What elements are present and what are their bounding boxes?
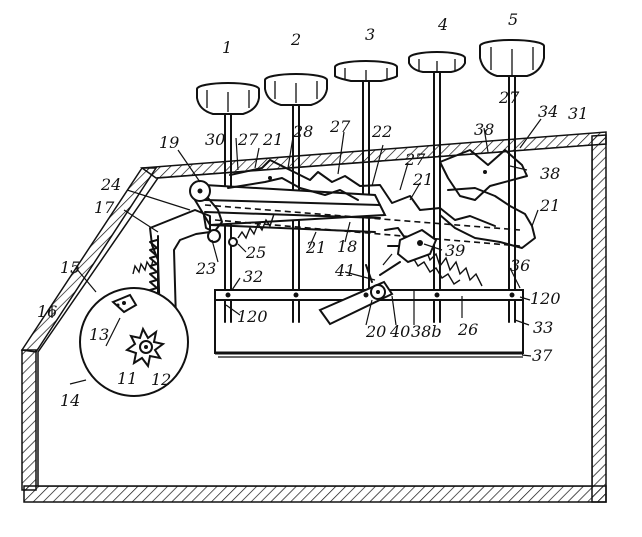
ref-numeral: 12 xyxy=(151,370,171,389)
key-knob-3 xyxy=(334,60,398,82)
casing-bottom-wall xyxy=(23,485,607,503)
key-knob-2 xyxy=(264,73,328,106)
key-knob-1 xyxy=(196,82,260,115)
ref-numeral: 38 xyxy=(540,164,560,183)
latch-linkage xyxy=(318,228,438,326)
casing-left-wall xyxy=(21,349,37,491)
ref-numeral: 120 xyxy=(237,307,268,326)
ref-numeral: 34 xyxy=(538,102,558,121)
rail-pins xyxy=(225,170,515,298)
pawl-assembly xyxy=(189,180,238,247)
ref-numeral: 21 xyxy=(305,238,326,257)
ref-numeral: 33 xyxy=(533,318,553,337)
ref-numeral: 16 xyxy=(37,302,57,321)
ref-numeral: 27 xyxy=(498,88,520,107)
key-knob-4 xyxy=(408,51,466,73)
ref-numeral: 39 xyxy=(445,241,465,260)
ref-numeral: 32 xyxy=(243,267,263,286)
counting-disc xyxy=(79,287,189,397)
ref-numeral: 22 xyxy=(371,122,392,141)
ref-numeral: 25 xyxy=(245,243,266,262)
guide-plate xyxy=(214,289,524,358)
ref-numeral: 15 xyxy=(60,258,80,277)
cam-levers xyxy=(227,149,536,249)
ref-numeral: 14 xyxy=(60,391,80,410)
ref-numeral: 37 xyxy=(532,346,553,365)
key-knobs xyxy=(196,39,545,115)
top-plate xyxy=(139,131,607,179)
ref-numeral: 31 xyxy=(568,104,588,123)
ref-numeral: 27 xyxy=(237,130,259,149)
ref-numeral: 21 xyxy=(412,170,433,189)
key-number: 5 xyxy=(508,10,518,29)
ref-numeral: 120 xyxy=(530,289,561,308)
key-numbers: 1 2 3 4 5 xyxy=(222,10,518,57)
ref-numeral: 17 xyxy=(94,198,115,217)
lever-frame xyxy=(193,183,521,247)
ref-numeral: 11 xyxy=(117,369,137,388)
ref-numeral: 30 xyxy=(205,130,225,149)
casing-right-wall xyxy=(591,134,607,503)
ref-numeral: 13 xyxy=(89,325,109,344)
key-number: 4 xyxy=(437,15,448,34)
ref-numeral: 27 xyxy=(404,150,426,169)
key-number: 2 xyxy=(290,30,301,49)
ref-numeral: 21 xyxy=(262,130,283,149)
leader-lines xyxy=(51,118,542,385)
shaft-ends xyxy=(224,299,516,323)
reference-numerals: 31 27 34 38 30 27 21 28 27 22 19 38 24 1… xyxy=(37,88,588,410)
key-number: 1 xyxy=(222,38,232,57)
ref-numeral: 23 xyxy=(195,259,216,278)
ref-numeral: 38 xyxy=(474,120,494,139)
ref-numeral: 36 xyxy=(510,256,530,275)
ref-numeral: 40 xyxy=(389,322,410,341)
ref-numeral: 24 xyxy=(100,175,121,194)
ref-numeral: 26 xyxy=(457,320,478,339)
ref-numeral: 19 xyxy=(159,133,179,152)
key-knob-5 xyxy=(479,39,545,77)
ref-numeral: 20 xyxy=(365,322,386,341)
springs xyxy=(132,213,483,287)
ref-numeral: 21 xyxy=(539,196,560,215)
ref-numeral: 28 xyxy=(292,122,313,141)
ref-numeral: 27 xyxy=(329,117,351,136)
ref-numeral: 41 xyxy=(334,261,355,280)
ref-numeral: 38b xyxy=(411,322,442,341)
key-number: 3 xyxy=(365,25,375,44)
ref-numeral: 18 xyxy=(337,237,357,256)
